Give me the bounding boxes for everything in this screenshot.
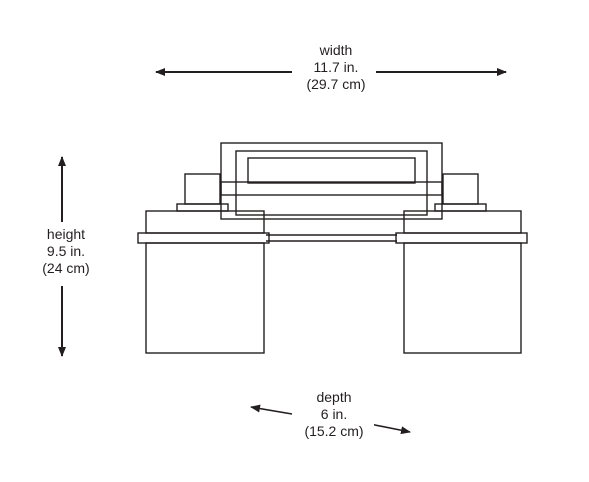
- right-socket-cup: [442, 173, 479, 205]
- height-name: height: [46, 226, 86, 242]
- width-name: width: [319, 42, 353, 58]
- height-imperial: 9.5 in.: [46, 243, 86, 259]
- depth-metric: (15.2 cm): [304, 423, 364, 439]
- backplate-outer: [220, 142, 443, 220]
- backplate-inner: [235, 150, 428, 216]
- height-dimension-label: height 9.5 in. (24 cm): [28, 226, 104, 277]
- left-shade-body: [145, 242, 265, 354]
- depth-arrow-back: [250, 404, 293, 415]
- vanity-light-fixture: [137, 142, 528, 354]
- depth-imperial: 6 in.: [320, 406, 348, 422]
- depth-dimension-label: depth 6 in. (15.2 cm): [294, 389, 374, 440]
- right-shade-band: [395, 232, 528, 244]
- height-metric: (24 cm): [42, 260, 90, 276]
- crossbar: [220, 181, 443, 196]
- width-dimension-label: width 11.7 in. (29.7 cm): [296, 42, 376, 93]
- left-socket-cup: [184, 173, 221, 205]
- right-shade-body: [403, 242, 522, 354]
- depth-arrow-front: [369, 423, 411, 435]
- left-shade-band: [137, 232, 270, 244]
- backplate-center: [247, 157, 416, 184]
- width-imperial: 11.7 in.: [313, 59, 359, 75]
- depth-name: depth: [316, 389, 352, 405]
- width-metric: (29.7 cm): [306, 76, 366, 92]
